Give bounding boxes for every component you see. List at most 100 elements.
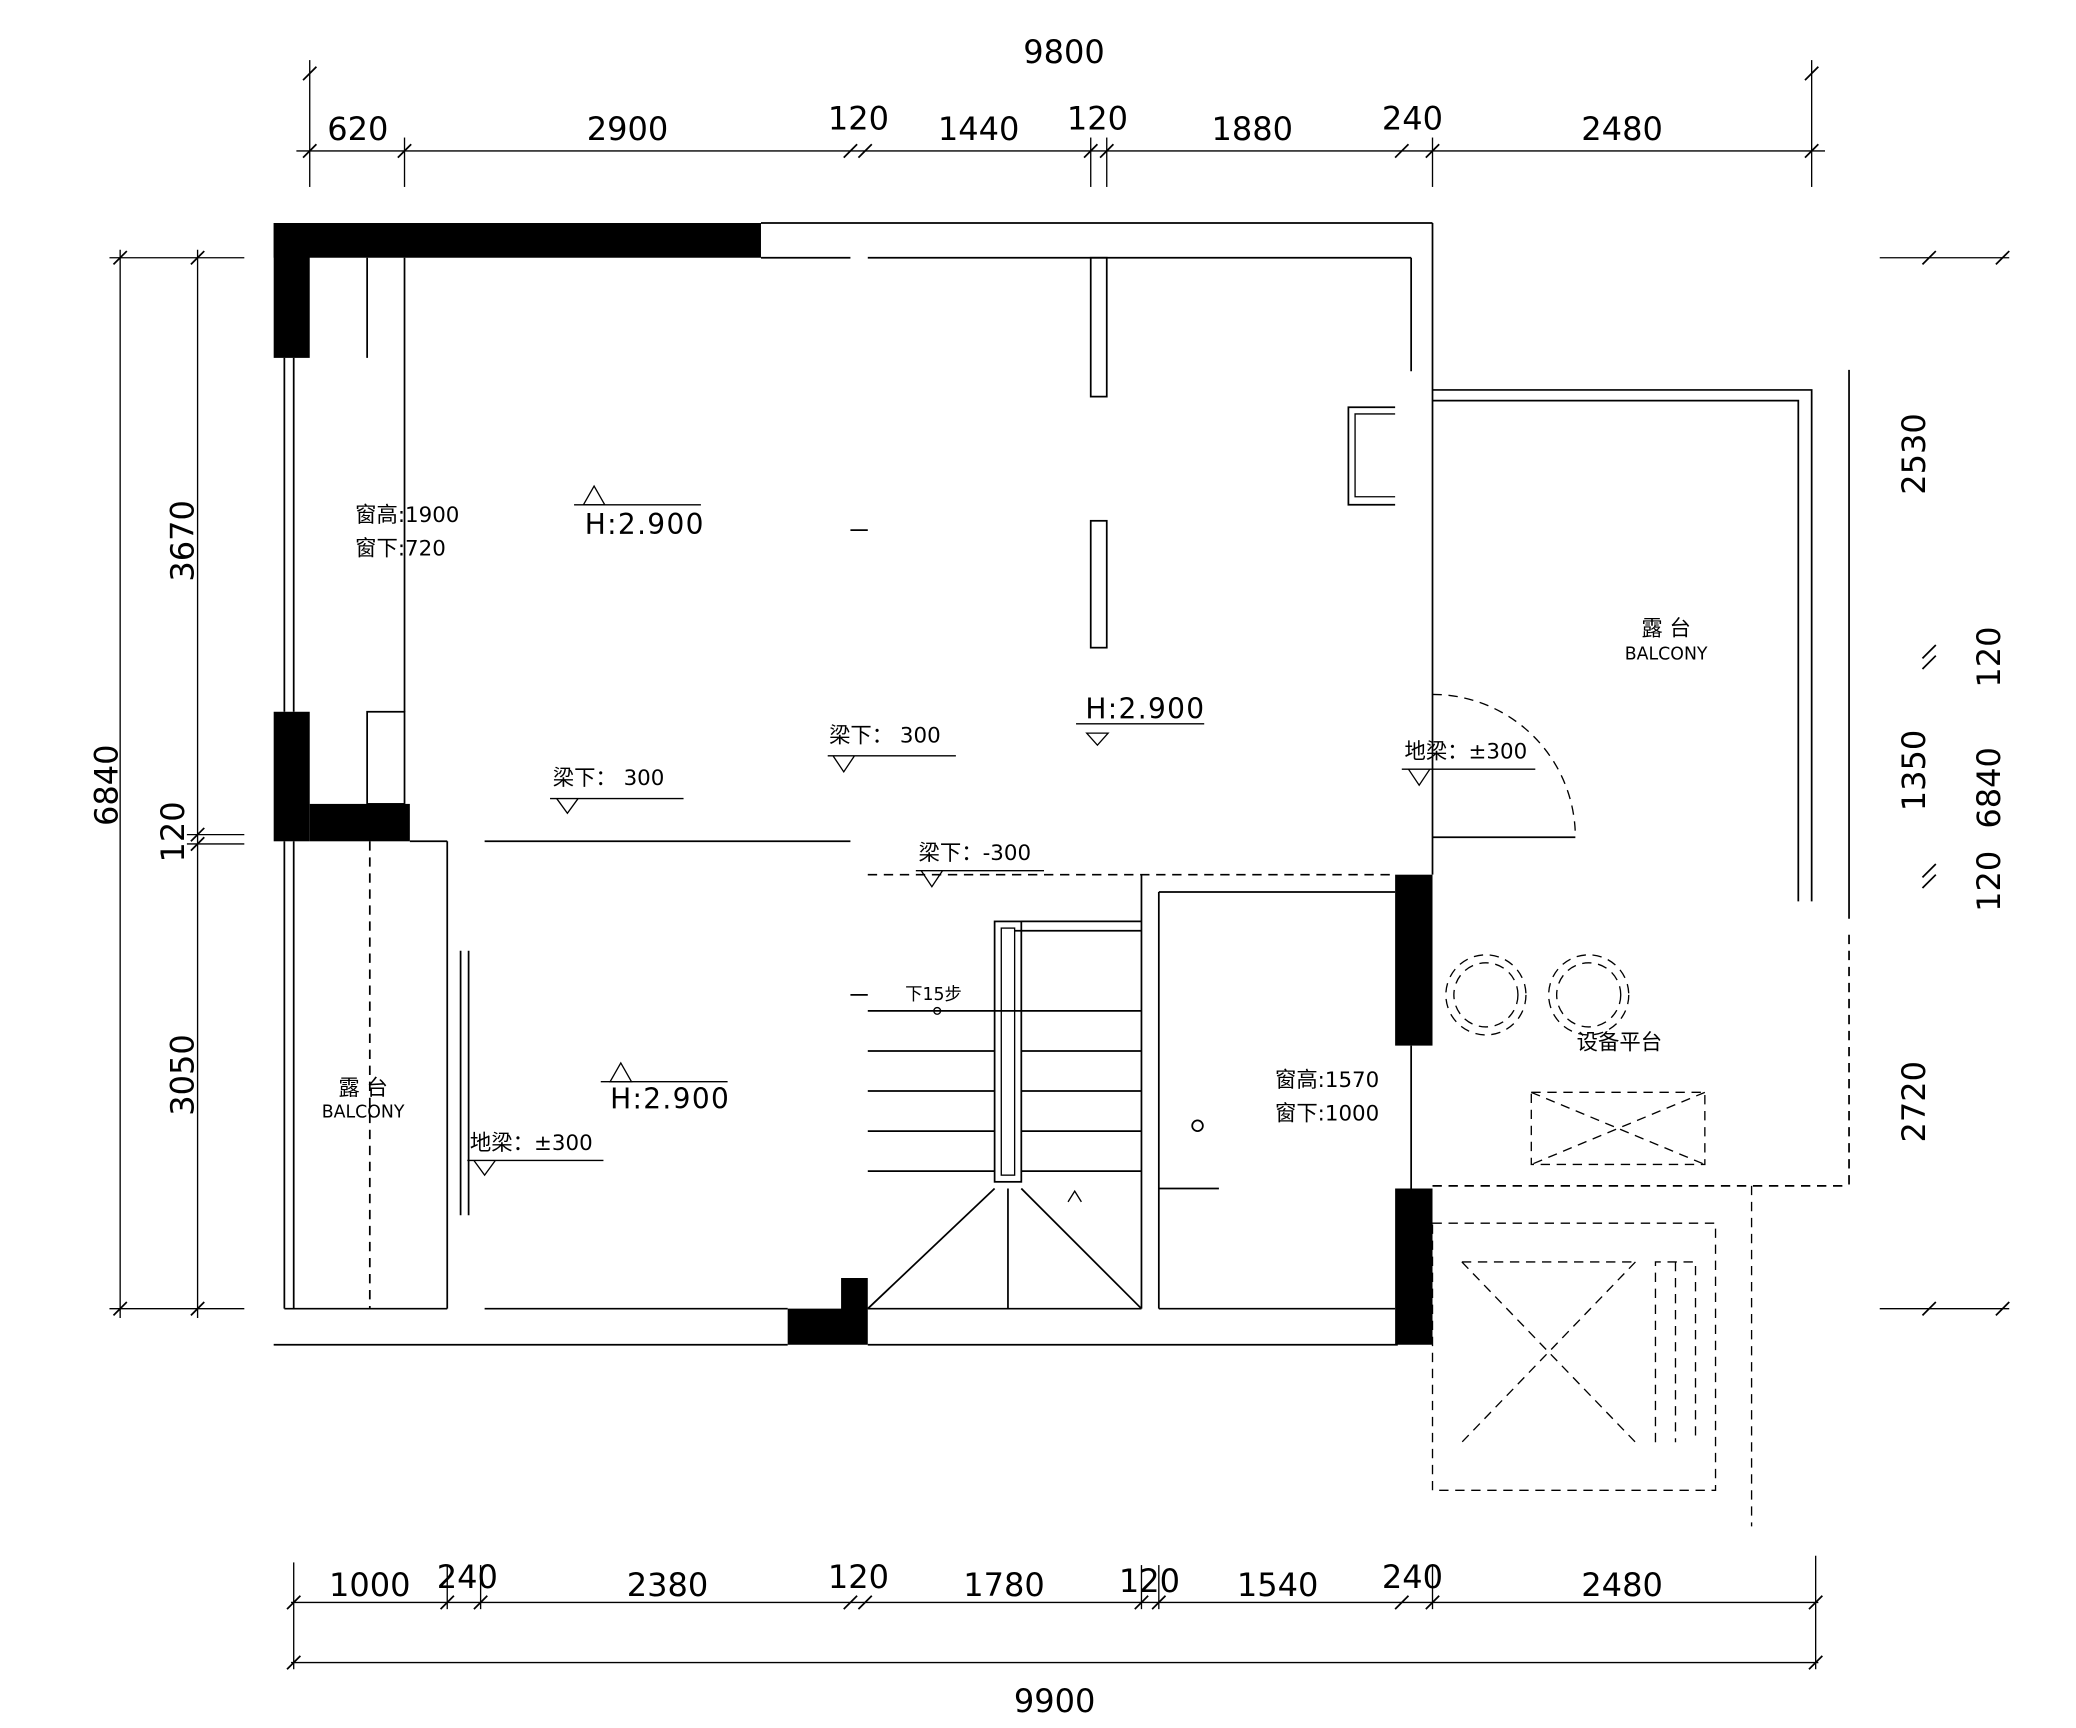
dimension-tick: [1134, 1595, 1149, 1610]
dimension-tick: [286, 1595, 301, 1610]
stair-winder-left: [867, 1187, 996, 1310]
wall-top-left: [273, 223, 761, 258]
terrace-right-label-en: BALCONY: [1625, 645, 1708, 665]
elevation-triangle-icon: [608, 1061, 633, 1083]
dimension-tick: [190, 827, 205, 842]
dimension-tick: [857, 1595, 873, 1610]
equipment-box-cross-icon: [1531, 1091, 1706, 1166]
ground-beam-marker-icon: [1407, 768, 1431, 787]
terrace-right-parapet-outer: [1432, 389, 1813, 902]
elevation-label: H:2.900: [1085, 692, 1205, 725]
dimension-top: 620: [327, 110, 388, 148]
dimension-left: 3670: [164, 500, 202, 582]
stair-label: 下15步: [905, 985, 962, 1005]
beam-label: 梁下： 300: [829, 723, 941, 748]
dimension-tick: [1394, 143, 1410, 159]
dimension-bottom: 1540: [1237, 1566, 1319, 1604]
bay-niche: [366, 710, 406, 805]
dimension-tick: [190, 836, 205, 852]
dimension-tick: [1083, 143, 1099, 159]
window-sill-label: 窗下:720: [355, 537, 446, 562]
dimension-tick: [843, 143, 858, 159]
dimension-tick: [1995, 1301, 2010, 1316]
equipment-box-cross-icon: [1531, 1091, 1706, 1166]
dimension-bottom: 1000: [329, 1566, 411, 1604]
room-door-knob: [1191, 1119, 1204, 1132]
dimension-left-total: 6840: [87, 744, 125, 826]
dimension-tick: [1921, 644, 1937, 659]
elevation-label: H:2.900: [610, 1082, 730, 1115]
dimension-bottom: 1780: [963, 1566, 1045, 1604]
dimensions-right: 2530 120 1350 6840 120 2720: [1879, 250, 2010, 1316]
terrace-left-label: 露 台: [338, 1076, 388, 1101]
exterior-void-box: [1431, 1222, 1717, 1491]
dimension-right: 1350: [1895, 730, 1933, 812]
dimension-bottom: 240: [1382, 1558, 1443, 1596]
dimension-tick: [1808, 1595, 1823, 1610]
dimension-tick: [302, 143, 318, 159]
dimension-top: 1880: [1212, 110, 1294, 148]
wall-right-lower-pier: [1395, 1188, 1433, 1345]
wall-lines: [273, 222, 1434, 1346]
dimension-tick: [843, 1595, 858, 1610]
dimension-left: 3050: [164, 1034, 202, 1116]
dimension-tick: [1921, 1301, 1937, 1316]
dimension-tick: [1425, 143, 1440, 159]
wall-right-upper-pier: [1395, 874, 1433, 1046]
dimension-left: 120: [154, 801, 192, 862]
dimension-right: 2720: [1895, 1061, 1933, 1143]
dimension-bottom: 240: [437, 1558, 498, 1596]
dimension-tick: [857, 143, 873, 159]
dimension-tick: [286, 1655, 301, 1670]
wall-left-middle: [273, 711, 310, 842]
window-height-label: 窗高:1900: [355, 503, 459, 528]
dimension-bottom-total: 9900: [1014, 1682, 1096, 1720]
dimension-bottom: 120: [828, 1558, 889, 1596]
dimension-tick: [190, 1301, 205, 1316]
ac-unit-circle-icon: [1547, 954, 1630, 1036]
dimension-tick: [473, 1595, 488, 1610]
dimension-tick: [1151, 1595, 1167, 1610]
dimension-tick: [112, 1301, 128, 1316]
dimension-right: 120: [1970, 626, 2008, 687]
dimension-tick: [302, 66, 318, 81]
window-height-label: 窗高:1570: [1275, 1068, 1379, 1093]
dimension-tick: [1394, 1595, 1410, 1610]
exterior-void-cross-icon: [1461, 1261, 1636, 1443]
window-sill-label: 窗下:1000: [1275, 1101, 1379, 1126]
terrace-door-swing: [1432, 693, 1577, 838]
dimension-right-total: 6840: [1970, 747, 2008, 829]
wall-bottom-column: [787, 1277, 868, 1345]
partition-stub-middle: [1089, 519, 1108, 649]
dimension-bottom: 2480: [1581, 1566, 1663, 1604]
dimension-top: 240: [1382, 100, 1443, 138]
dimension-top: 2900: [587, 110, 669, 148]
dimension-right: 2530: [1895, 413, 1933, 495]
ground-beam-label: 地梁：±300: [470, 1131, 593, 1156]
dimensions-left: 6840 3670 120 3050: [87, 249, 245, 1319]
dimension-tick: [1921, 863, 1937, 878]
elevation-label: H:2.900: [585, 508, 705, 541]
stair-label-dot: [933, 1006, 942, 1015]
dimension-tick: [439, 1595, 455, 1610]
window-right-frame-inner: [1354, 413, 1396, 498]
terrace-right-parapet-inner: [1432, 399, 1800, 902]
equipment-platform-label: 设备平台: [1577, 1031, 1662, 1056]
dimension-tick: [1921, 250, 1937, 266]
partition-stub-upper: [1089, 256, 1108, 398]
dimension-tick: [1804, 143, 1819, 159]
ac-unit-circle-icon: [1453, 962, 1519, 1028]
dimension-tick: [1425, 1595, 1440, 1610]
stair-winder-right: [1020, 1187, 1143, 1310]
ac-unit-circle-icon: [1445, 954, 1527, 1036]
dimensions-bottom: 1000 240 2380 120 1780 120 1540 240 2480…: [286, 1555, 1823, 1720]
window-right-frame-outer: [1347, 406, 1396, 506]
dimension-tick: [1804, 66, 1819, 81]
dimension-tick: [112, 250, 128, 266]
dimension-tick: [1099, 143, 1115, 159]
dimension-top: 120: [1067, 100, 1128, 138]
elevation-triangle-icon: [582, 484, 606, 506]
dimension-top-total: 9800: [1023, 33, 1105, 71]
beam-label: 梁下：-300: [919, 841, 1032, 866]
